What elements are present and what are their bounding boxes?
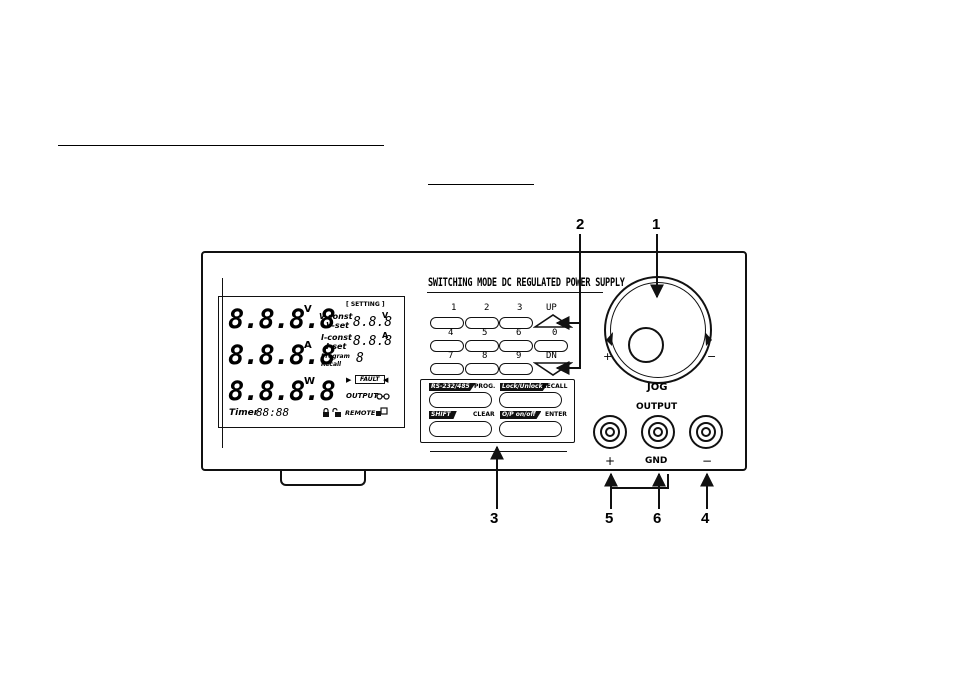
vset-label: V-set	[326, 321, 349, 330]
voltage-readout: 8.8.8.8	[228, 304, 336, 335]
lock-icon	[323, 408, 329, 417]
recall-key-label: RECALL	[542, 383, 568, 390]
panel-title: SWITCHING MODE DC REGULATED POWER SUPPLY	[428, 277, 625, 290]
clear-button[interactable]	[429, 421, 492, 437]
fault-right-arrow-icon: ◀	[383, 377, 389, 384]
rs232-label: RS-232/485	[429, 383, 476, 391]
subheader-rule	[428, 184, 534, 185]
remote-label: REMOTE	[345, 409, 376, 417]
power-readout: 8.8.8.8	[228, 376, 336, 407]
up-label: UP	[546, 303, 557, 313]
current-unit: A	[304, 340, 312, 351]
jog-minus-label: −	[707, 350, 717, 363]
digit-label-0: 0	[552, 328, 558, 338]
header-rule	[58, 145, 384, 146]
recall-label: Recall	[321, 361, 342, 368]
power-unit: W	[304, 376, 316, 387]
iset-unit: A	[382, 331, 389, 340]
prog-label: PROG.	[474, 383, 496, 390]
lock-unlock-label: Lock/Unlock	[500, 383, 549, 391]
lcd-display	[218, 296, 405, 428]
digit-label-8: 8	[482, 351, 488, 361]
key-0[interactable]	[534, 340, 568, 352]
vconst-label: V-const	[319, 312, 353, 321]
key-6[interactable]	[499, 340, 533, 352]
callout-3: 3	[490, 510, 499, 527]
positive-terminal[interactable]	[593, 415, 627, 449]
digit-label-3: 3	[517, 303, 523, 313]
jog-knob-cap	[628, 327, 664, 363]
key-8[interactable]	[465, 363, 499, 375]
gnd-terminal-label: GND	[645, 456, 668, 466]
output-key-icon	[376, 393, 390, 400]
output-indicator-label: OUTPUT	[346, 392, 378, 400]
program-label: Program	[321, 353, 350, 360]
negative-terminal-label: −	[702, 454, 713, 468]
setting-label: [ SETTING ]	[346, 301, 385, 308]
front-panel	[201, 251, 747, 471]
output-label: OUTPUT	[636, 402, 678, 412]
iconst-label: I-const	[321, 333, 352, 342]
panel-foot	[280, 471, 366, 486]
unlock-icon	[332, 408, 341, 417]
positive-terminal-label: +	[605, 454, 616, 468]
current-readout: 8.8.8.8	[228, 340, 336, 371]
onoff-label: O/P on/off	[500, 411, 542, 419]
gnd-terminal[interactable]	[641, 415, 675, 449]
shift-label: SHIFT	[429, 411, 457, 419]
prog-button[interactable]	[429, 392, 492, 408]
negative-terminal[interactable]	[689, 415, 723, 449]
digit-label-2: 2	[484, 303, 490, 313]
voltage-unit: V	[304, 304, 312, 315]
title-rule	[427, 292, 603, 293]
digit-label-4: 4	[448, 328, 454, 338]
fault-left-arrow-icon: ▶	[346, 377, 352, 384]
callout-2: 2	[576, 216, 585, 233]
digit-label-5: 5	[482, 328, 488, 338]
digit-label-9: 9	[516, 351, 522, 361]
callout-6: 6	[653, 510, 662, 527]
key-1[interactable]	[430, 317, 464, 329]
jog-label: JOG	[647, 382, 668, 393]
function-key-group	[420, 379, 575, 443]
key-4[interactable]	[430, 340, 464, 352]
clear-label: CLEAR	[473, 411, 495, 418]
enter-label: ENTER	[545, 411, 567, 418]
remote-icon	[376, 407, 388, 416]
jog-plus-label: +	[603, 350, 613, 363]
iset-readout: 8.8.8	[353, 334, 393, 349]
digit-label-6: 6	[516, 328, 522, 338]
fault-label: FAULT	[355, 375, 385, 384]
iset-label: I-set	[326, 342, 347, 351]
callout-4: 4	[701, 510, 710, 527]
vset-unit: V	[382, 311, 389, 320]
vset-readout: 8.8.8	[353, 315, 393, 330]
program-readout: 8	[356, 351, 364, 366]
key-7[interactable]	[430, 363, 464, 375]
key-2[interactable]	[465, 317, 499, 329]
key-5[interactable]	[465, 340, 499, 352]
key-9[interactable]	[499, 363, 533, 375]
panel-divider	[222, 278, 223, 448]
digit-label-1: 1	[451, 303, 457, 313]
recall-button[interactable]	[499, 392, 562, 408]
enter-button[interactable]	[499, 421, 562, 437]
callout-1: 1	[652, 216, 661, 233]
digit-label-7: 7	[448, 351, 454, 361]
callout-5: 5	[605, 510, 614, 527]
key-3[interactable]	[499, 317, 533, 329]
timer-label: Timer	[229, 408, 259, 418]
timer-readout: 88:88	[256, 406, 290, 419]
dn-label: DN	[546, 351, 557, 361]
